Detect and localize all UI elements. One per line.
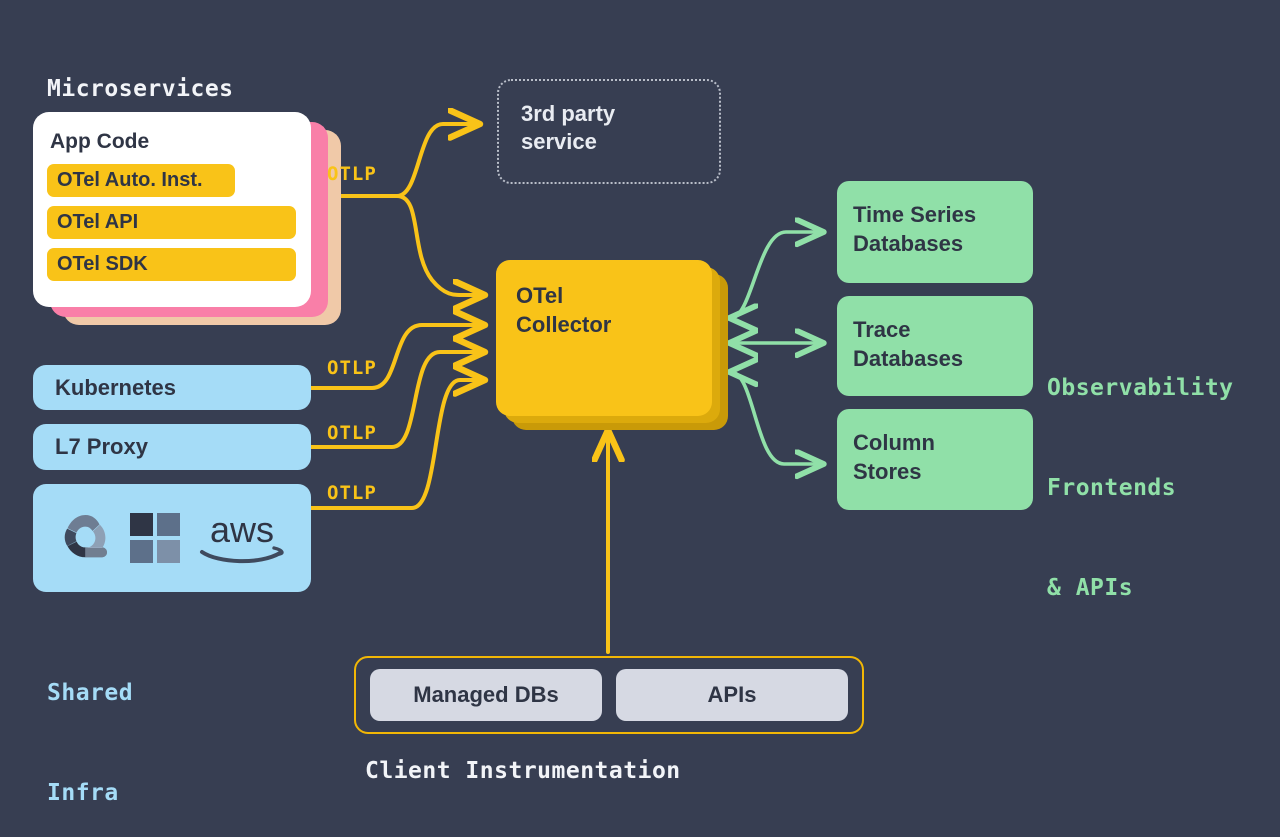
observability-caption: Observability Frontends & APIs xyxy=(1047,305,1234,672)
observability-caption-line2: Frontends xyxy=(1047,474,1177,501)
edge-appcode-to-collector xyxy=(395,194,483,295)
managed-dbs-pill[interactable]: Managed DBs xyxy=(370,669,602,721)
otel-api-pill[interactable]: OTel API xyxy=(47,206,296,239)
tsdb-line2: Databases xyxy=(853,230,964,256)
trace-line2: Databases xyxy=(853,345,964,371)
otel-collector-box[interactable]: OTel Collector xyxy=(496,260,712,416)
tsdb-line1: Time Series xyxy=(853,202,977,227)
microservices-card-stack: App Code OTel Auto. Inst. OTel API OTel … xyxy=(33,112,341,325)
collector-line1: OTel xyxy=(516,283,564,308)
cloud-providers-box[interactable]: aws xyxy=(33,484,311,592)
l7-proxy-label: L7 Proxy xyxy=(55,434,148,459)
observability-caption-line1: Observability xyxy=(1047,374,1234,401)
otel-auto-instrumentation-pill[interactable]: OTel Auto. Inst. xyxy=(47,164,235,197)
otlp-label-cloud: OTLP xyxy=(327,482,377,504)
google-cloud-logo xyxy=(54,510,116,566)
third-party-service-box[interactable]: 3rd party service xyxy=(497,79,721,184)
microservices-caption: Microservices xyxy=(47,76,234,102)
edge-collector-timeseries xyxy=(731,232,822,318)
apis-pill[interactable]: APIs xyxy=(616,669,848,721)
collector-line2: Collector xyxy=(516,311,612,337)
l7-proxy-box[interactable]: L7 Proxy xyxy=(33,424,311,470)
otlp-label-l7proxy: OTLP xyxy=(327,422,377,444)
shared-infra-caption: Shared Infra xyxy=(47,610,133,837)
otlp-label-kubernetes: OTLP xyxy=(327,357,377,379)
otlp-label-appcode: OTLP xyxy=(327,163,377,185)
third-party-line1: 3rd party xyxy=(521,101,616,126)
kubernetes-box[interactable]: Kubernetes xyxy=(33,365,311,410)
shared-infra-caption-line2: Infra xyxy=(47,779,119,806)
observability-caption-line3: & APIs xyxy=(1047,574,1134,601)
edge-collector-column xyxy=(731,372,822,464)
column-line2: Stores xyxy=(853,458,922,484)
edge-appcode-to-thirdparty xyxy=(395,124,478,198)
trace-line1: Trace xyxy=(853,317,911,342)
client-instrumentation-caption: Client Instrumentation xyxy=(365,758,681,784)
column-line1: Column xyxy=(853,430,935,455)
column-stores-box[interactable]: Column Stores xyxy=(837,409,1033,510)
aws-wordmark: aws xyxy=(210,510,274,550)
app-code-card[interactable]: App Code OTel Auto. Inst. OTel API OTel … xyxy=(33,112,311,307)
otel-collector-stack: OTel Collector xyxy=(496,260,728,430)
otel-sdk-pill[interactable]: OTel SDK xyxy=(47,248,296,281)
aws-logo: aws xyxy=(194,510,290,566)
shared-infra-caption-line1: Shared xyxy=(47,679,134,706)
kubernetes-label: Kubernetes xyxy=(55,375,177,400)
time-series-databases-box[interactable]: Time Series Databases xyxy=(837,181,1033,283)
app-code-title: App Code xyxy=(50,130,150,153)
microsoft-azure-logo xyxy=(130,513,180,563)
trace-databases-box[interactable]: Trace Databases xyxy=(837,296,1033,396)
client-instrumentation-box[interactable]: Managed DBs APIs xyxy=(354,656,864,734)
third-party-line2: service xyxy=(521,128,597,154)
